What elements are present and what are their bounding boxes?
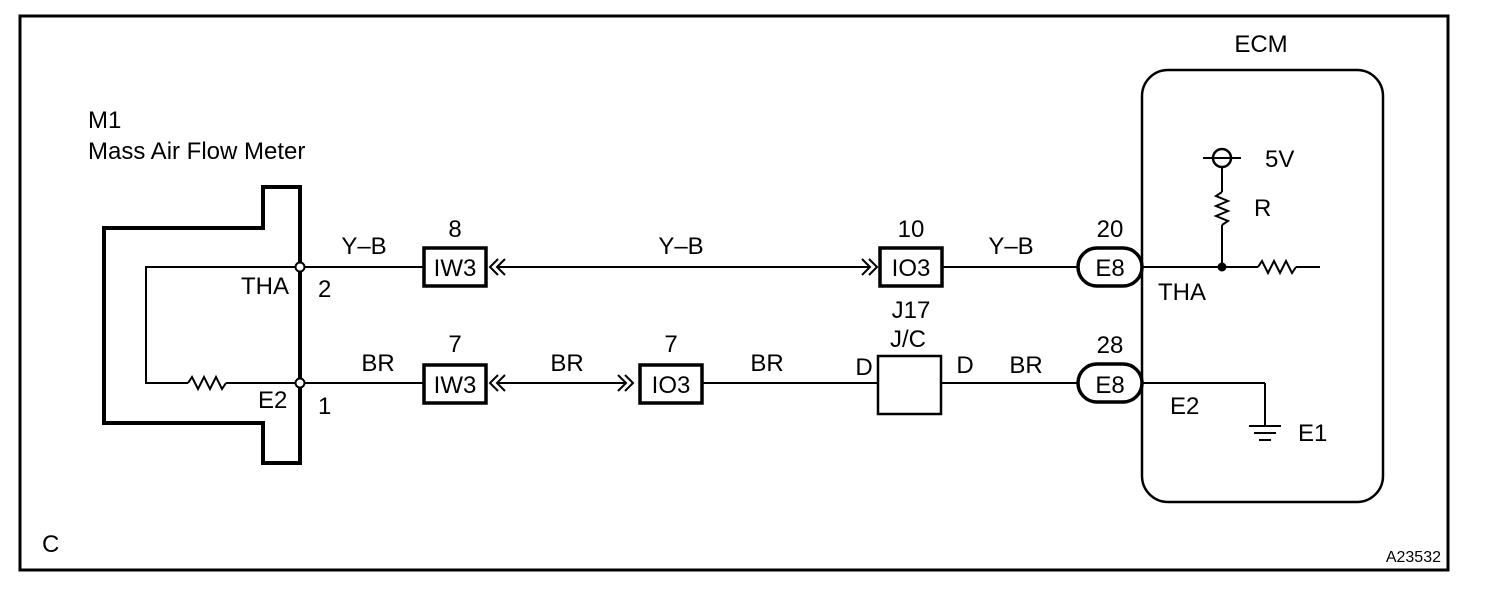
diagram-frame — [18, 14, 1450, 572]
pin-number: 10 — [898, 216, 925, 243]
pin-number: 8 — [448, 216, 461, 243]
pullup-resistor-icon — [1213, 191, 1231, 226]
junction-id: J17 — [892, 297, 931, 324]
connector-label: IW3 — [434, 372, 477, 399]
component-name: Mass Air Flow Meter — [88, 138, 305, 165]
mass-air-flow-meter-body — [102, 185, 302, 465]
connector-arrow-icon — [488, 258, 499, 276]
figure-code: A23532 — [1386, 549, 1441, 566]
thermistor-icon — [187, 374, 227, 392]
connector-arrow-icon — [488, 374, 499, 392]
connector-io3-top — [878, 246, 944, 288]
sensor-e2-label: E2 — [258, 387, 287, 414]
connector-label: E8 — [1095, 255, 1124, 282]
connector-iw3-bottom — [422, 363, 488, 405]
ground-label: E1 — [1298, 420, 1327, 447]
pin-number: 7 — [448, 331, 461, 358]
terminal-tha-icon — [294, 261, 306, 273]
pin-number: 7 — [664, 331, 677, 358]
wire-color-label: BR — [1009, 352, 1042, 379]
sensor-tha-label: THA — [241, 273, 289, 300]
sensor-tha-pin: 2 — [318, 276, 331, 303]
supply-voltage-label: 5V — [1265, 146, 1294, 173]
ecm-e2-label: E2 — [1170, 393, 1199, 420]
wire-color-label: Y–B — [658, 233, 703, 260]
ecm-box — [1140, 68, 1385, 504]
wire-color-label: BR — [750, 350, 783, 377]
wire-color-label: Y–B — [988, 233, 1033, 260]
ecm-input-resistor-icon — [1257, 258, 1297, 276]
component-id: M1 — [88, 107, 121, 134]
junction-connector-j17 — [876, 354, 943, 416]
connector-arrow-icon — [868, 258, 879, 276]
connector-label: IW3 — [434, 255, 477, 282]
ecm-tha-label: THA — [1158, 279, 1206, 306]
pin-number: 20 — [1097, 216, 1124, 243]
junction-dot-icon — [1217, 262, 1227, 272]
connector-label: E8 — [1095, 372, 1124, 399]
wire-color-label: Y–B — [341, 233, 386, 260]
connector-arrow-icon — [861, 258, 872, 276]
connector-label: IO3 — [892, 255, 931, 282]
connector-arrow-icon — [617, 374, 628, 392]
wire-color-label: BR — [550, 350, 583, 377]
ecm-label: ECM — [1234, 31, 1287, 58]
wire-color-label: BR — [361, 350, 394, 377]
terminal-e2-icon — [294, 377, 306, 389]
resistor-label: R — [1254, 195, 1271, 222]
corner-label: C — [42, 531, 59, 558]
junction-type: J/C — [890, 326, 926, 353]
connector-label: IO3 — [652, 372, 691, 399]
junction-pin-left: D — [855, 354, 872, 381]
connector-arrow-icon — [624, 374, 635, 392]
junction-pin-right: D — [956, 352, 973, 379]
connector-iw3-top — [422, 246, 488, 288]
sensor-internal-wire — [145, 266, 300, 384]
pin-number: 28 — [1097, 332, 1124, 359]
sensor-e2-pin: 1 — [318, 393, 331, 420]
